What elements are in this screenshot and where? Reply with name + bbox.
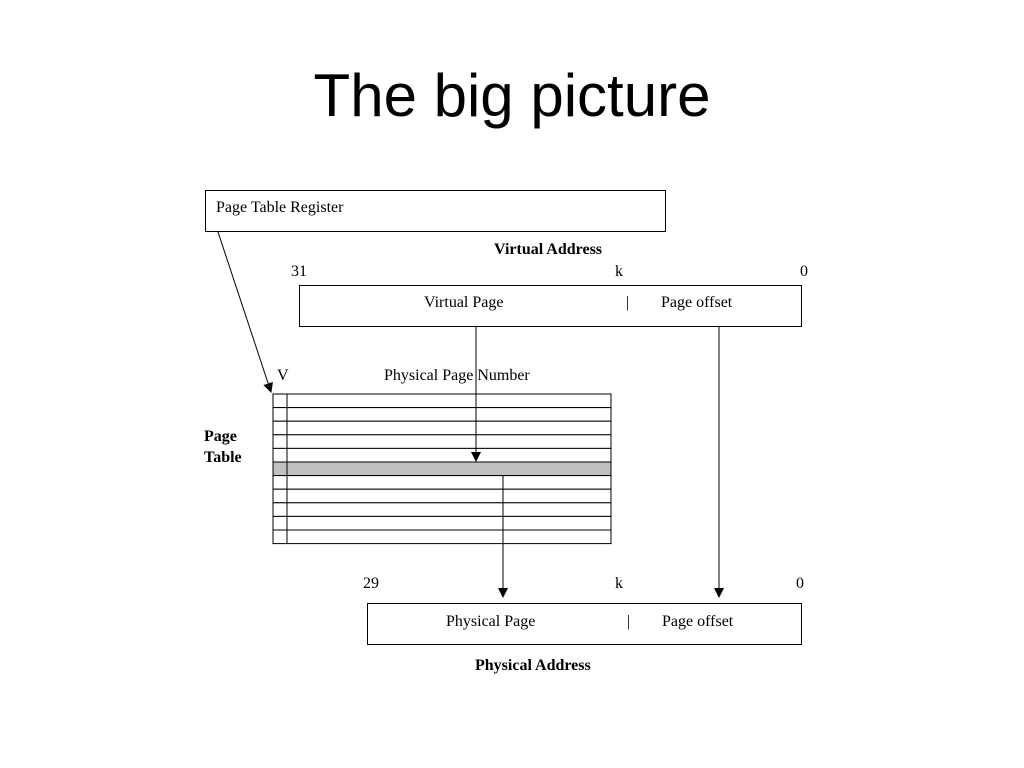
physical-page-offset-field: Page offset [662, 613, 734, 630]
page-table-entry [286, 502, 612, 517]
page-table-entry [286, 488, 612, 504]
slide-title: The big picture [313, 62, 711, 129]
page-table-entry-selected [286, 461, 612, 477]
virtual-address-bit-k: k [615, 263, 623, 280]
virtual-address-separator: | [626, 294, 630, 311]
page-table-valid-cell [272, 407, 288, 422]
physical-address-bit-low: 0 [796, 575, 804, 592]
page-table-valid-header: V [277, 367, 289, 384]
page-table-entry [286, 475, 612, 490]
virtual-address-bit-low: 0 [800, 263, 808, 280]
page-table-entry [286, 393, 612, 409]
virtual-page-field: Virtual Page [424, 294, 504, 311]
page-table-rows [272, 393, 612, 545]
page-table-valid-cell [272, 420, 288, 436]
page-table-register-label: Page Table Register [216, 199, 344, 216]
page-table-entry [286, 529, 612, 545]
page-table-valid-cell-selected [272, 461, 288, 477]
physical-address-separator: | [627, 613, 631, 630]
page-table-register-box [205, 190, 666, 232]
page-table-valid-cell [272, 529, 288, 545]
page-table-valid-cell [272, 475, 288, 490]
page-table-valid-cell [272, 393, 288, 409]
page-table-label-line1: Page [204, 428, 237, 445]
physical-page-field: Physical Page [446, 613, 536, 630]
page-table-entry [286, 434, 612, 449]
page-table-entry [286, 420, 612, 436]
physical-address-bit-k: k [615, 575, 623, 592]
virtual-address-bit-high: 31 [291, 263, 307, 280]
page-table-valid-cell [272, 447, 288, 463]
page-table-valid-cell [272, 488, 288, 504]
page-table-entry [286, 515, 612, 531]
page-table-valid-cell [272, 502, 288, 517]
virtual-page-offset-field: Page offset [661, 294, 733, 311]
virtual-address-box [299, 285, 802, 327]
page-table-ppn-header: Physical Page Number [384, 367, 530, 384]
page-table-entry [286, 447, 612, 463]
physical-address-heading: Physical Address [475, 657, 591, 674]
page-table-label-line2: Table [204, 449, 242, 466]
physical-address-bit-high: 29 [363, 575, 379, 592]
page-table-entry [286, 407, 612, 422]
virtual-address-heading: Virtual Address [494, 241, 603, 258]
register-to-table-arrow [217, 231, 273, 393]
page-table-valid-cell [272, 515, 288, 531]
page-table-valid-cell [272, 434, 288, 449]
physical-address-box [367, 603, 802, 645]
